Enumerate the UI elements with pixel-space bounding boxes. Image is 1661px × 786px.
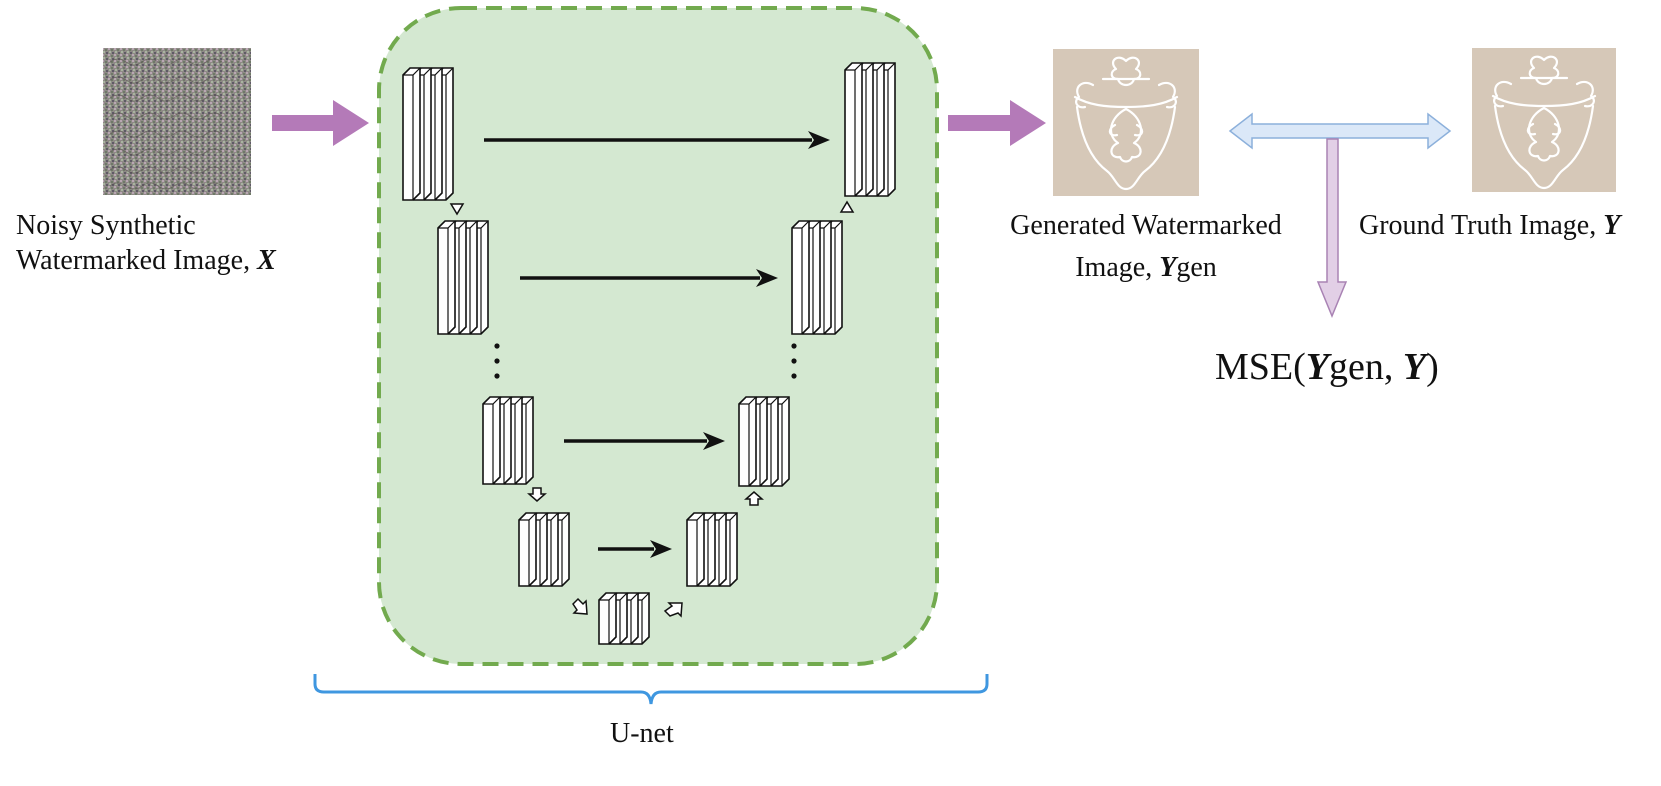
loss-down-arrow (1316, 138, 1348, 318)
encoder-block-2 (437, 220, 489, 335)
feature-map-slice (518, 512, 537, 587)
feature-map-slice (437, 220, 456, 335)
feature-map-slice (598, 592, 617, 645)
unet-container (377, 6, 939, 666)
generated-label-line2: Image, Ygen (1075, 252, 1217, 283)
skip-arrow-1-head (808, 131, 830, 149)
bottleneck-block (598, 592, 650, 645)
generated-watermark-image (1053, 49, 1199, 196)
encoder-ellipsis-dot (494, 343, 500, 349)
downsample-arrow-1 (449, 203, 465, 216)
encoder-block-3 (482, 396, 534, 485)
input-flow-arrow (272, 100, 369, 146)
input-label: Noisy Synthetic Watermarked Image, X (16, 212, 276, 275)
generated-label: Generated Watermarked Image, Ygen (993, 212, 1299, 282)
comparison-double-arrow (1228, 112, 1452, 150)
feature-map-slice (791, 220, 810, 335)
input-label-line2: Watermarked Image, X (16, 245, 276, 276)
feature-map-edge (792, 220, 810, 229)
downsample-arrow-3 (527, 487, 547, 502)
decoder-block-3 (738, 396, 790, 487)
noisy-input-image (103, 48, 251, 195)
skip-arrow-3-head (703, 432, 725, 450)
upsample-arrow-4 (663, 602, 683, 618)
input-label-line1: Noisy Synthetic (16, 210, 196, 241)
decoder-block-4 (686, 512, 738, 587)
feature-map-slice (402, 67, 421, 201)
decoder-block-2 (791, 220, 843, 335)
ground-truth-label: Ground Truth Image, Y (1359, 210, 1621, 241)
feature-map-slice (482, 396, 501, 485)
unet-brace (313, 674, 989, 705)
encoder-block-1 (402, 67, 454, 201)
encoder-block-4 (518, 512, 570, 587)
feature-map-edge (483, 396, 501, 405)
feature-map-slice (844, 62, 863, 197)
feature-map-edge (599, 592, 617, 601)
feature-map-edge (519, 512, 537, 521)
generated-label-line1: Generated Watermarked (1010, 210, 1282, 241)
decoder-block-1 (844, 62, 896, 197)
feature-map-slice (738, 396, 757, 487)
decoder-ellipsis-dot (791, 373, 797, 379)
ground-truth-watermark-image (1472, 48, 1616, 192)
decoder-ellipsis-dot (791, 358, 797, 364)
feature-map-edge (845, 62, 863, 71)
encoder-ellipsis-dot (494, 373, 500, 379)
mse-loss-label: MSE(Ygen, Y) (1215, 346, 1439, 388)
feature-map-slice (686, 512, 705, 587)
feature-map-edge (403, 67, 421, 76)
feature-map-edge (438, 220, 456, 229)
feature-map-edge (739, 396, 757, 405)
downsample-arrow-4 (572, 597, 588, 615)
encoder-ellipsis-dot (494, 358, 500, 364)
upsample-arrow-3 (744, 491, 764, 506)
unet-label: U-net (610, 718, 674, 749)
skip-arrow-4-head (650, 540, 672, 558)
output-flow-arrow (948, 100, 1046, 146)
skip-arrow-2-head (756, 269, 778, 287)
upsample-arrow-1 (839, 200, 855, 213)
feature-map-edge (687, 512, 705, 521)
unet-layers (402, 62, 896, 645)
decoder-ellipsis-dot (791, 343, 797, 349)
